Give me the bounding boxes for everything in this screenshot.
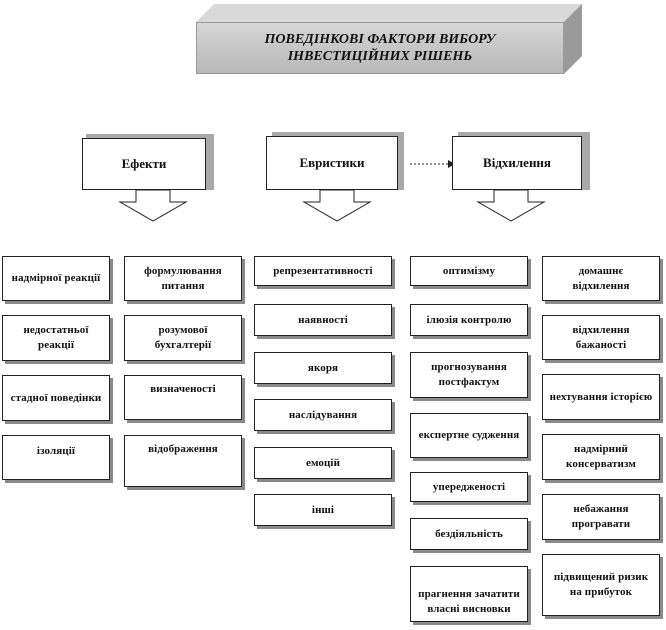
deviation-label: відхилення бажаності <box>572 323 630 351</box>
effect-label: ізоляції <box>36 445 76 457</box>
deviation-label: ілюзія контролю <box>426 313 512 326</box>
effect-label: недостатньої реакції <box>23 324 89 351</box>
heuristic-label: емоцій <box>305 456 341 469</box>
effect-label: стадної поведінки <box>10 391 102 404</box>
deviation-cell: прогнозування постфактум <box>410 352 528 398</box>
category-deviations: Відхилення <box>448 128 608 224</box>
deviation-label: прагнення зачатити власні висновки <box>418 588 520 615</box>
heuristic-cell: наслідування <box>254 399 392 431</box>
deviation-label: підвищений ризик на прибуток <box>553 571 649 598</box>
deviation-label: надмірний консерватизм <box>566 443 636 470</box>
deviation-cell: нехтування історією <box>542 374 660 420</box>
deviation-label: оптимізму <box>442 264 496 277</box>
effect-cell: ізоляції <box>2 435 110 480</box>
deviation-label: експертне судження <box>418 429 520 441</box>
category-heuristics: Евристики <box>262 128 422 224</box>
heuristic-label: інші <box>311 503 335 516</box>
diagram-title: ПОВЕДІНКОВІ ФАКТОРИ ВИБОРУ ІНВЕСТИЦІЙНИХ … <box>196 22 564 74</box>
title-line-1: ПОВЕДІНКОВІ ФАКТОРИ ВИБОРУ <box>264 32 496 47</box>
effect-cell: відображення <box>124 435 242 487</box>
deviation-label: прогнозування постфактум <box>431 361 507 388</box>
title-shadow-top <box>196 4 582 22</box>
down-arrow-icon <box>118 189 188 222</box>
deviation-label: бездіяльність <box>435 527 503 540</box>
effect-label: формулювання питання <box>144 264 222 292</box>
deviation-cell: підвищений ризик на прибуток <box>542 554 660 616</box>
effect-cell: визначеності <box>124 375 242 420</box>
effect-label: розумової бухгалтерії <box>154 324 212 351</box>
heuristic-cell: репрезентативності <box>254 256 392 286</box>
dotted-arrow-icon <box>410 160 455 168</box>
deviation-cell: відхилення бажаності <box>542 315 660 360</box>
heuristic-cell: інші <box>254 494 392 526</box>
deviation-label: нехтування історією <box>549 390 653 403</box>
title-shadow-side <box>564 4 582 74</box>
effect-cell: недостатньої реакції <box>2 315 110 361</box>
effect-cell: формулювання питання <box>124 256 242 301</box>
category-deviations-label: Відхилення <box>452 136 582 190</box>
deviation-cell: ілюзія контролю <box>410 304 528 336</box>
down-arrow-icon <box>302 189 372 222</box>
effect-cell: стадної поведінки <box>2 375 110 421</box>
heuristic-label: наслідування <box>288 408 358 421</box>
heuristic-label: репрезентативності <box>273 264 373 277</box>
deviation-cell: прагнення зачатити власні висновки <box>410 566 528 622</box>
deviation-cell: надмірний консерватизм <box>542 434 660 480</box>
deviation-cell: небажання програвати <box>542 494 660 540</box>
effect-label: визначеності <box>150 383 216 395</box>
down-arrow-icon <box>476 189 546 222</box>
deviation-label: домашнє відхилення <box>572 264 630 292</box>
heuristic-cell: якоря <box>254 352 392 384</box>
category-effects: Ефекти <box>74 128 234 224</box>
deviation-cell: оптимізму <box>410 256 528 286</box>
effect-label: відображення <box>148 443 218 455</box>
deviation-cell: упередженості <box>410 472 528 502</box>
category-effects-label: Ефекти <box>82 138 206 190</box>
deviation-cell: бездіяльність <box>410 518 528 550</box>
deviation-label: упередженості <box>432 480 506 493</box>
title-line-2: ІНВЕСТИЦІЙНИХ РІШЕНЬ <box>287 49 473 64</box>
heuristic-cell: наявності <box>254 304 392 336</box>
deviation-label: небажання програвати <box>571 503 631 530</box>
deviation-cell: експертне судження <box>410 413 528 458</box>
heuristic-label: наявності <box>298 313 348 326</box>
effect-cell: надмірної реакції <box>2 256 110 301</box>
effect-cell: розумової бухгалтерії <box>124 315 242 361</box>
heuristic-label: якоря <box>307 361 339 374</box>
category-heuristics-label: Евристики <box>266 136 398 190</box>
heuristic-cell: емоцій <box>254 447 392 479</box>
deviation-cell: домашнє відхилення <box>542 256 660 301</box>
effect-label: надмірної реакції <box>11 272 101 284</box>
